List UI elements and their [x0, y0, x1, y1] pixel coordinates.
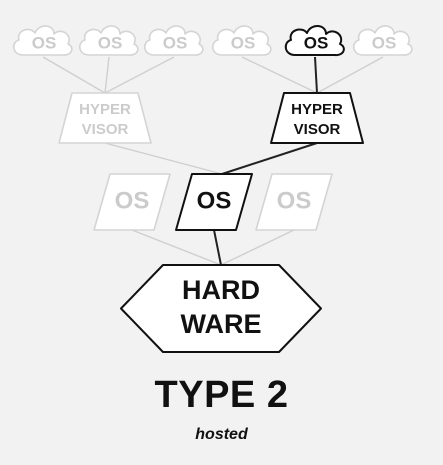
connector-lines [42, 56, 384, 266]
hypervisor-connector [221, 142, 318, 175]
guest-os-label: OS [372, 33, 397, 52]
host-os-shape [93, 173, 171, 231]
diagram-shapes: OS OS OS OS OS OS HYPER VISOR HYPER VISOR OS OS OS HA… [13, 25, 413, 353]
guest-os-cloud: OS [79, 25, 139, 56]
hypervisor-shape [270, 92, 364, 144]
hypervisor-shape [58, 92, 152, 144]
diagram-title: TYPE 2 [154, 374, 289, 416]
cloud-shape [144, 25, 204, 56]
hypervisor-label-line1: HYPER [291, 101, 343, 118]
guest-os-label: OS [32, 33, 57, 52]
guest-os-cloud: OS [144, 25, 204, 56]
guest-os-connector [104, 56, 175, 94]
cloud-shape [353, 25, 413, 56]
hypervisor-block: HYPER VISOR [270, 92, 364, 144]
guest-os-connector [314, 56, 318, 94]
hardware-label-line1: HARD [182, 275, 260, 305]
host-os-block: OS [93, 173, 171, 231]
guest-os-label: OS [304, 33, 329, 52]
cloud-shape [79, 25, 139, 56]
guest-os-label: OS [163, 33, 188, 52]
host-os-block: OS [175, 173, 253, 231]
guest-os-connector [104, 56, 110, 94]
host-os-label: OS [277, 187, 312, 214]
guest-os-label: OS [98, 33, 123, 52]
host-os-connector [220, 229, 295, 266]
host-os-block: OS [255, 173, 333, 231]
hypervisor-label-line2: VISOR [294, 121, 341, 138]
guest-os-cloud: OS [212, 25, 272, 56]
host-os-shape [175, 173, 253, 231]
hardware-shape [120, 264, 322, 353]
guest-os-cloud: OS [13, 25, 73, 56]
guest-os-cloud: OS [353, 25, 413, 56]
guest-os-label: OS [231, 33, 256, 52]
guest-os-connector [241, 56, 318, 94]
hypervisor-label-line1: HYPER [79, 101, 131, 118]
guest-os-cloud: OS [284, 25, 345, 57]
hardware-block: HARD WARE [120, 264, 322, 353]
guest-os-connector [42, 56, 106, 94]
hardware-label-line2: WARE [181, 309, 262, 339]
hypervisor-label-line2: VISOR [82, 121, 129, 138]
host-os-shape [255, 173, 333, 231]
cloud-shape [13, 25, 73, 56]
hypervisor-connector [104, 142, 223, 175]
host-os-label: OS [115, 187, 150, 214]
cloud-shape [284, 25, 345, 57]
diagram-subtitle: hosted [195, 426, 248, 443]
host-os-label: OS [197, 187, 232, 214]
host-os-connector [213, 229, 222, 266]
hypervisor-block: HYPER VISOR [58, 92, 152, 144]
host-os-connector [131, 229, 222, 266]
cloud-shape [212, 25, 272, 56]
guest-os-connector [316, 56, 384, 94]
